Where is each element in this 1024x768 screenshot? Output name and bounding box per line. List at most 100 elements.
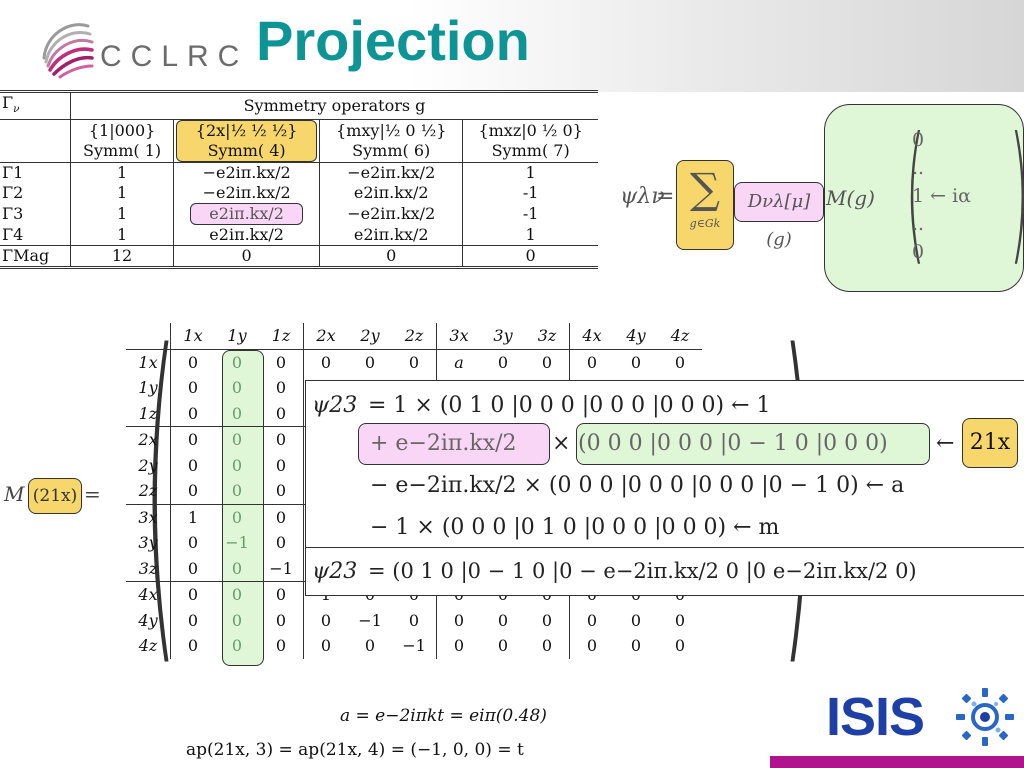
psi-equals: = — [656, 184, 675, 209]
matrix-col-header: 2x — [303, 323, 348, 350]
matrix-cell: 0 — [497, 352, 509, 372]
matrix-cell: 0 — [275, 352, 287, 372]
matrix-cell: 0 — [541, 610, 553, 630]
matrix-col-header: 4y — [614, 323, 658, 350]
table-corner: Γν — [0, 89, 71, 121]
mg-term: M(g) — [826, 186, 875, 210]
matrix-label-highlight: (21x) — [28, 478, 82, 514]
isis-logo-text: ISIS — [826, 687, 925, 747]
matrix-row-header: 3y — [138, 533, 158, 553]
matrix-cell: 0 — [275, 533, 287, 553]
matrix-cell: 0 — [497, 636, 509, 656]
psi-symbol: ψ23 — [312, 393, 358, 418]
table-row: Γ3 1 e2iπ.kx/2 −e2iπ.kx/2 -1 — [0, 203, 539, 226]
isis-gear-icon — [956, 688, 1014, 746]
projection-line-3: − e−2iπ.kx/2 × (0 0 0 |0 0 0 |0 0 0 |0 −… — [370, 473, 905, 498]
page-title: Projection — [256, 9, 530, 72]
matrix-cell: 0 — [275, 455, 287, 475]
matrix-cell: 0 — [170, 633, 215, 659]
matrix-col-header: 3z — [525, 323, 570, 350]
matrix-cell: 0 — [630, 610, 642, 630]
matrix-cell: 0 — [364, 352, 376, 372]
projection-panel: ψ23 = 1 × (0 1 0 |0 0 0 |0 0 0 |0 0 0) ←… — [305, 380, 1024, 596]
matrix-cell: 0 — [674, 636, 686, 656]
matrix-cell: 0 — [275, 610, 287, 630]
d-matrix-highlight: Dνλ[μ](g) — [734, 182, 824, 250]
matrix-row-header: 1x — [138, 352, 158, 372]
psi-lhs: ψλν — [620, 184, 665, 209]
psi-symbol-result: ψ23 — [312, 559, 358, 584]
vector-left-paren: ( — [905, 106, 926, 280]
equation-a: a = e−2iπkt = eiπ(0.48) — [340, 706, 547, 726]
equation-ap: ap(21x, 3) = ap(21x, 4) = (−1, 0, 0) = t — [186, 740, 524, 760]
matrix-cell: 0 — [259, 503, 304, 530]
matrix-cell: 0 — [231, 378, 243, 398]
matrix-cell: 0 — [231, 352, 243, 372]
sum-symbol: ∑ — [690, 164, 720, 213]
matrix-cell: 0 — [259, 581, 304, 608]
matrix-cell: 0 — [541, 352, 553, 372]
matrix-cell: −1 — [402, 636, 426, 656]
matrix-col-header: 3x — [436, 323, 481, 350]
matrix-cell: 0 — [170, 607, 215, 633]
matrix-cell: 0 — [170, 349, 215, 375]
matrix-cell: 0 — [275, 636, 287, 656]
matrix-cell: 0 — [303, 607, 348, 633]
matrix-cell: 0 — [275, 481, 287, 501]
matrix-row-header: 2x — [126, 426, 171, 453]
basis-vector: 0 .. 1 ← iα .. 0 — [912, 129, 971, 263]
matrix-cell: 0 — [259, 426, 304, 453]
matrix-cell: 0 — [303, 349, 348, 375]
matrix-cell: 0 — [303, 633, 348, 659]
vector-right-paren: ) — [1009, 106, 1024, 280]
matrix-cell: 0 — [408, 352, 420, 372]
table-row-mag: ΓMag 12 0 0 0 — [0, 245, 598, 270]
matrix-col-header: 3y — [481, 323, 525, 350]
matrix-cell: 0 — [436, 607, 481, 633]
matrix-cell: 0 — [630, 636, 642, 656]
op-mxy: {mxy|½ 0 ½}Symm( 6) — [319, 119, 464, 163]
projection-divider — [306, 547, 1024, 548]
matrix-cell: 0 — [436, 633, 481, 659]
matrix-cell: 1 — [170, 503, 215, 530]
matrix-cell: 0 — [408, 610, 420, 630]
matrix-cell: 0 — [231, 558, 243, 578]
matrix-cell: 0 — [215, 581, 259, 608]
matrix-cell: 0 — [215, 426, 259, 453]
matrix-row-header: 3z — [138, 558, 158, 578]
projection-result: = (0 1 0 |0 − 1 0 |0 − e−2iπ.kx/2 0 |0 e… — [368, 559, 917, 583]
matrix-col-header: 1x — [170, 323, 215, 350]
projection-line-2-arrow: ← — [936, 431, 955, 456]
matrix-cell: −1 — [225, 533, 249, 553]
cclrc-swirl-icon — [42, 23, 94, 79]
symmetry-operators-header: Symmetry operators g — [70, 89, 598, 121]
matrix-cell: 0 — [569, 633, 614, 659]
table-row: Γ4 1 e2iπ.kx/2 e2iπ.kx/2 1 — [0, 225, 536, 246]
matrix-cell: 0 — [231, 455, 243, 475]
matrix-cell: 0 — [170, 581, 215, 608]
vector-highlight — [824, 104, 1024, 292]
matrix-cell: 0 — [170, 426, 215, 453]
matrix-cell: 0 — [231, 636, 243, 656]
matrix-cell: 0 — [630, 352, 642, 372]
matrix-row-header: 4y — [138, 610, 158, 630]
sum-subscript: g∈Gk — [689, 217, 721, 230]
matrix-row-header: 4x — [126, 581, 171, 608]
matrix-cell: 0 — [170, 555, 215, 582]
matrix-cell: a — [436, 349, 481, 375]
header-bar — [0, 0, 1024, 92]
gamma3-highlight: e2iπ.kx/2 — [190, 203, 303, 226]
table-row: Γ1 1 −e2iπ.kx/2 −e2iπ.kx/2 1 — [0, 162, 536, 184]
matrix-cell: 0 — [275, 403, 287, 423]
matrix-cell: 0 — [275, 378, 287, 398]
projection-line-4: − 1 × (0 0 0 |0 1 0 |0 0 0 |0 0 0) ← m — [370, 515, 780, 540]
matrix-cell: 0 — [231, 481, 243, 501]
matrix-row-header: 1y — [138, 378, 158, 398]
bottom-accent-bar — [770, 756, 1024, 768]
matrix-cell: 0 — [569, 607, 614, 633]
matrix-col-header: 2y — [348, 323, 392, 350]
matrix-cell: 0 — [497, 610, 509, 630]
